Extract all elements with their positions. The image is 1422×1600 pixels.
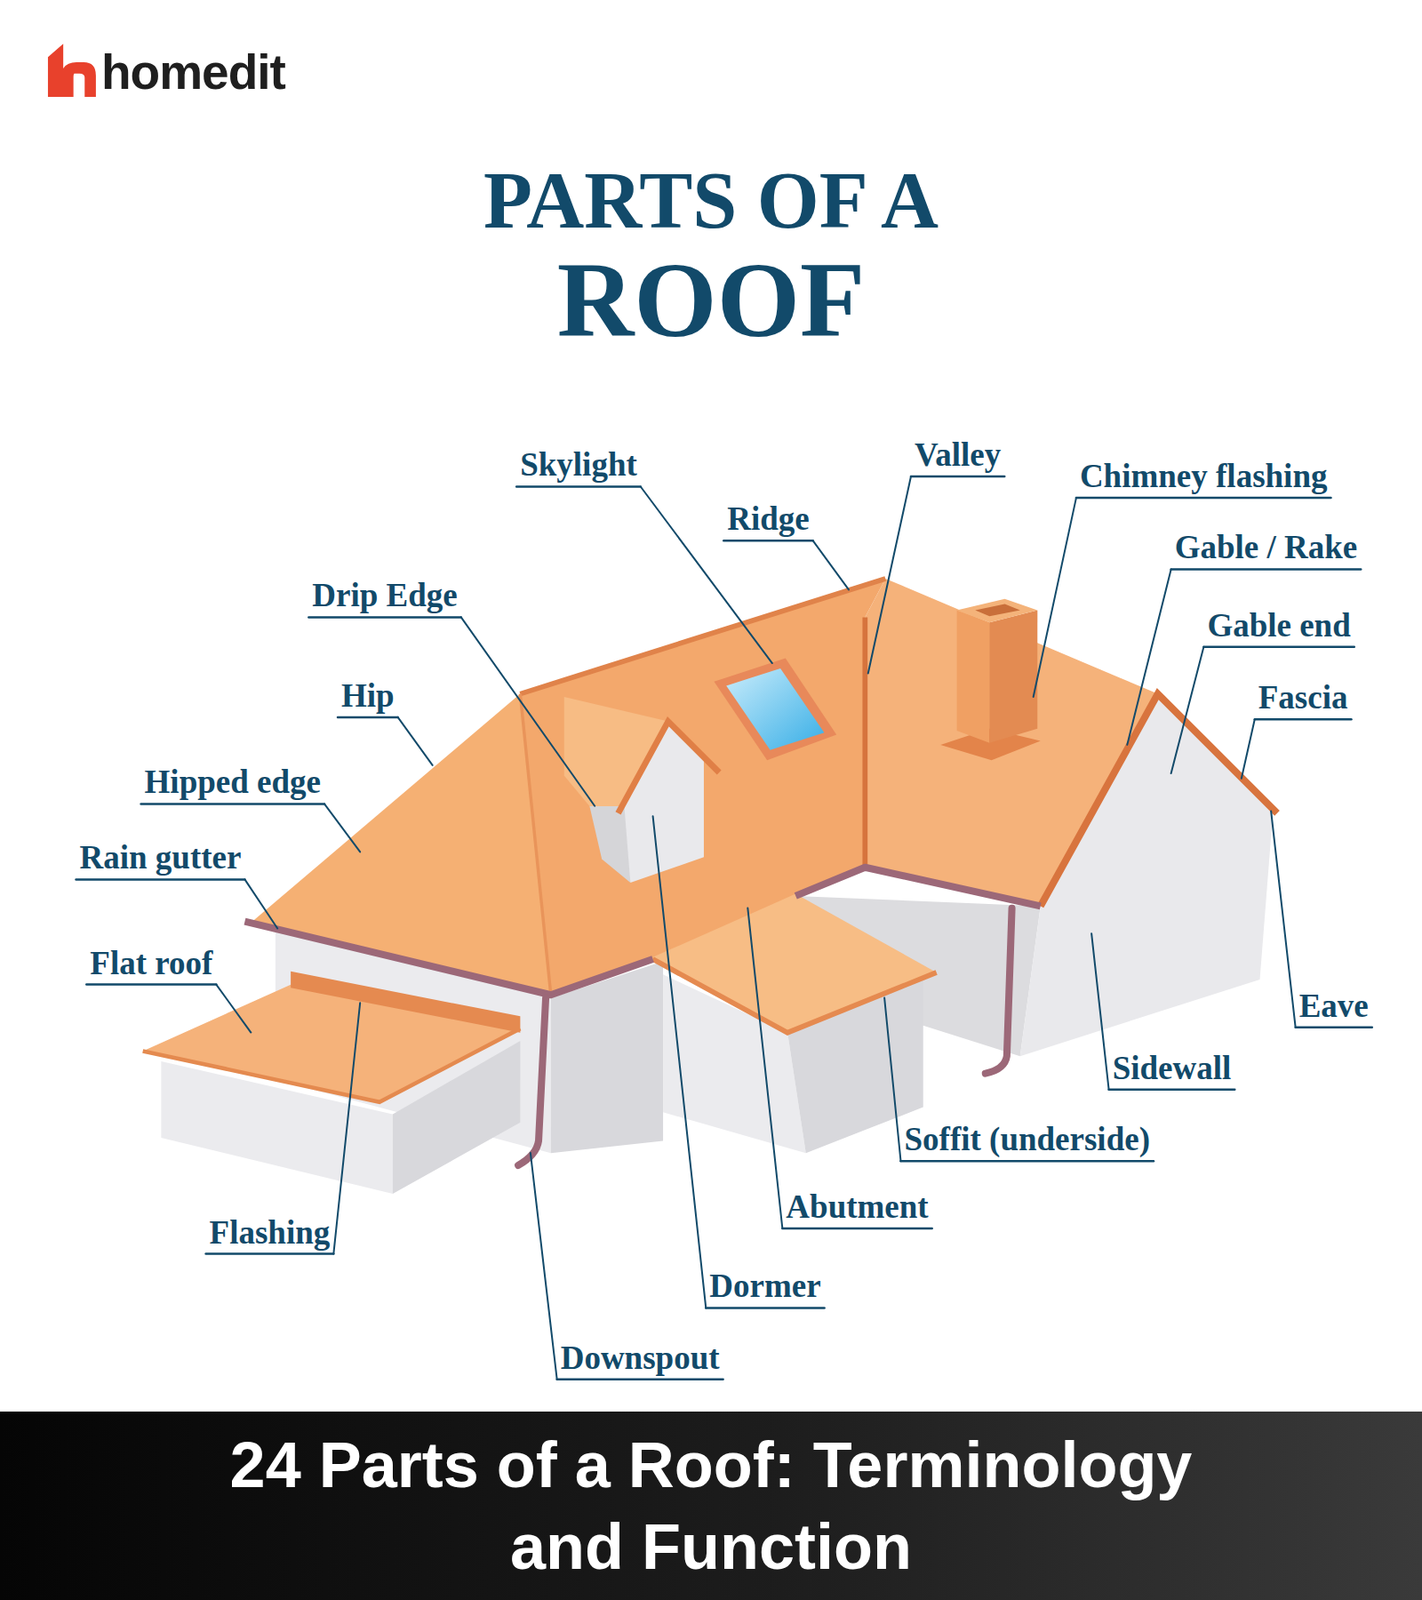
part-label: Gable end <box>1206 608 1351 642</box>
leader-line <box>868 476 911 674</box>
leader-line <box>1126 568 1171 744</box>
label-underline <box>1109 1088 1236 1092</box>
leader-line <box>1270 810 1296 1027</box>
label-underline <box>1076 496 1332 500</box>
leader-line <box>1171 647 1205 774</box>
part-label: Downspout <box>560 1341 720 1375</box>
label-underline <box>1203 645 1354 648</box>
leader-line <box>461 616 595 806</box>
dormer-trim <box>618 721 720 814</box>
valley-line <box>862 617 868 871</box>
label-underline <box>1295 1026 1373 1030</box>
label-underline <box>206 1252 335 1255</box>
chimney-top <box>957 599 1039 623</box>
leader-line <box>653 815 707 1308</box>
label-underline <box>910 475 1005 479</box>
part-label: Skylight <box>519 447 638 481</box>
porch-edge <box>653 958 937 1033</box>
leader-line <box>1091 933 1110 1090</box>
leader-line <box>324 803 360 852</box>
leader-line <box>1241 718 1255 779</box>
skylight-glass <box>726 668 824 751</box>
downspout <box>518 998 546 1166</box>
part-label: Eave <box>1299 989 1369 1023</box>
label-underline <box>141 802 325 806</box>
part-label: Flat roof <box>89 946 213 980</box>
ridge-line <box>519 578 886 695</box>
part-label: Sidewall <box>1112 1051 1232 1085</box>
label-underline <box>516 485 641 488</box>
leader-line <box>215 984 251 1033</box>
part-label: Valley <box>914 438 1001 472</box>
rake-trim <box>1040 694 1278 907</box>
caption-text: 24 Parts of a Roof: Terminology and Func… <box>199 1423 1223 1588</box>
page-title: PARTS OF A ROOF <box>417 151 1005 351</box>
downspout <box>985 908 1013 1074</box>
leader-line <box>244 878 278 928</box>
label-underline <box>557 1378 724 1382</box>
wing-roof <box>864 578 1158 906</box>
chimney-left <box>957 609 991 743</box>
chimney-flue <box>974 604 1021 617</box>
leader-line <box>530 1152 558 1380</box>
label-underline <box>308 615 461 619</box>
chimney-right <box>989 609 1038 743</box>
part-label: Dormer <box>709 1269 821 1303</box>
leader-line <box>747 908 783 1229</box>
label-underline <box>86 982 216 986</box>
porch-roof <box>653 894 937 1033</box>
logo-icon <box>47 43 96 97</box>
leader-line <box>813 540 849 590</box>
part-label: Hip <box>341 679 395 712</box>
rain-gutter <box>795 867 1040 907</box>
logo-text: homedit <box>101 47 286 97</box>
part-label: Fascia <box>1258 680 1349 714</box>
skylight-frame <box>713 657 837 760</box>
part-label: Flashing <box>209 1215 331 1249</box>
label-underline <box>900 1159 1153 1163</box>
label-underline <box>723 539 814 543</box>
part-label: Ridge <box>726 502 810 536</box>
part-label: Chimney flashing <box>1079 459 1328 493</box>
label-underline <box>705 1306 824 1310</box>
label-underline <box>782 1227 932 1231</box>
flat-roof-edge <box>143 1028 521 1103</box>
caption-bar: 24 Parts of a Roof: Terminology and Func… <box>0 1411 1422 1600</box>
leader-line <box>333 1002 360 1254</box>
part-label: Gable / Rake <box>1174 530 1359 564</box>
part-label: Hipped edge <box>144 765 321 799</box>
label-underline <box>76 878 246 881</box>
label-underline <box>337 716 399 719</box>
hip-face <box>249 694 552 996</box>
leader-line <box>398 717 433 766</box>
part-label: Drip Edge <box>311 578 457 612</box>
label-underline <box>1171 567 1362 571</box>
flat-roof <box>143 984 521 1103</box>
part-label: Abutment <box>785 1190 928 1223</box>
leader-line <box>884 998 901 1162</box>
dormer-cheek <box>589 806 631 883</box>
rain-gutter <box>244 921 653 996</box>
leader-line <box>1033 497 1077 697</box>
part-label: Rain gutter <box>79 840 242 874</box>
label-underline <box>1254 718 1352 721</box>
part-label: Soffit (underside) <box>903 1122 1150 1156</box>
